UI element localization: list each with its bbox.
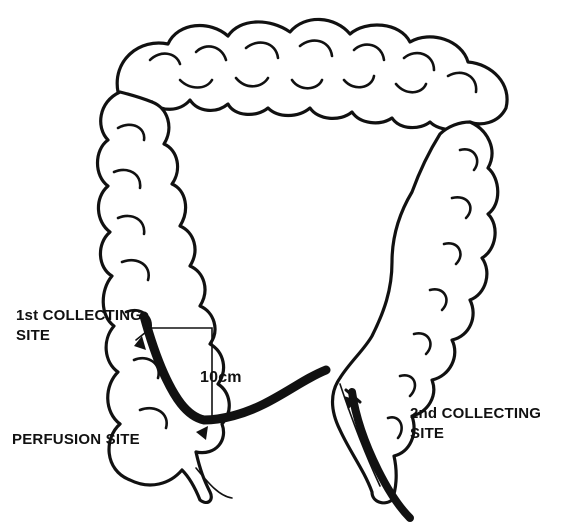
second-site-line-2: SITE bbox=[410, 424, 541, 444]
perfusion-site-label: PERFUSION SITE bbox=[12, 430, 140, 450]
first-collecting-site-label: 1st COLLECTING SITE bbox=[16, 306, 142, 346]
first-site-line-2: SITE bbox=[16, 326, 142, 346]
measure-label: 10cm bbox=[200, 368, 242, 388]
second-site-line-1: 2nd COLLECTING bbox=[410, 404, 541, 424]
second-collecting-site-label: 2nd COLLECTING SITE bbox=[410, 404, 541, 444]
first-site-line-1: 1st COLLECTING bbox=[16, 306, 142, 326]
